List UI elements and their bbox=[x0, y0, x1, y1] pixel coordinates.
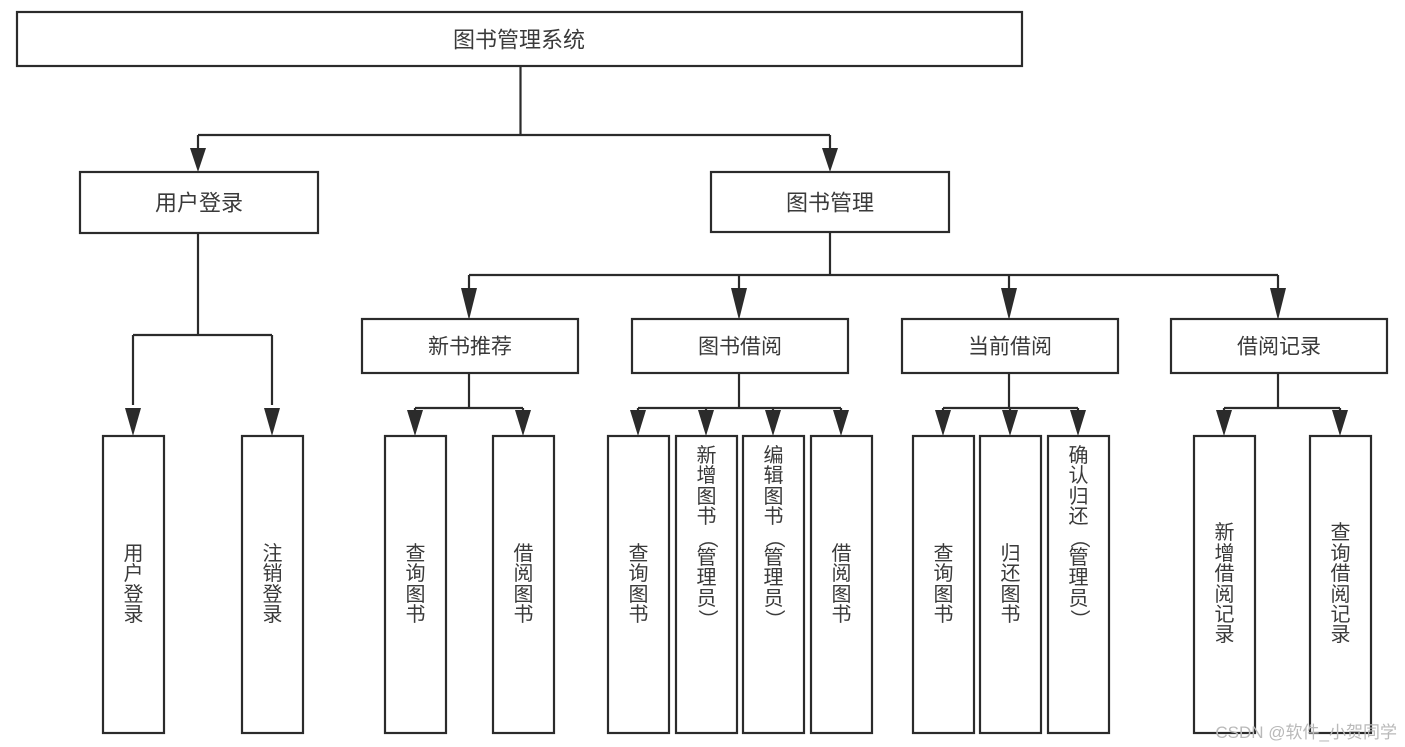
arrow-head-leaf-borrow-book-1 bbox=[515, 410, 531, 436]
node-label-book-borrow: 图书借阅 bbox=[698, 336, 782, 359]
arrow-head-leaf-confirm-return bbox=[1070, 410, 1086, 436]
node-box-leaf-user-logout[interactable] bbox=[240, 434, 305, 735]
arrow-head-leaf-add-record bbox=[1216, 410, 1232, 436]
node-box-leaf-query-book-3[interactable] bbox=[911, 434, 976, 735]
node-box-leaf-borrow-book-1[interactable] bbox=[491, 434, 556, 735]
arrow-head-current-borrow bbox=[1001, 288, 1017, 320]
connector-layer bbox=[125, 66, 1348, 436]
arrow-head-leaf-borrow-book-2 bbox=[833, 410, 849, 436]
arrow-head-user-login bbox=[190, 148, 206, 172]
node-label-book-manage: 图书管理 bbox=[786, 191, 874, 216]
arrow-head-leaf-query-record bbox=[1332, 410, 1348, 436]
node-label-new-book-recommend: 新书推荐 bbox=[428, 336, 512, 359]
node-box-new-book-recommend[interactable] bbox=[360, 317, 580, 375]
node-box-current-borrow[interactable] bbox=[900, 317, 1120, 375]
node-box-leaf-add-record[interactable] bbox=[1192, 434, 1257, 735]
node-box-leaf-borrow-book-2[interactable] bbox=[809, 434, 874, 735]
node-box-leaf-query-book-2[interactable] bbox=[606, 434, 671, 735]
arrow-head-leaf-query-book-1 bbox=[407, 410, 423, 436]
node-layer: 图书管理系统 用户登录 图书管理 新书推荐 图书借阅 当前借阅 借阅记录 bbox=[15, 10, 1389, 735]
node-box-user-login[interactable] bbox=[78, 170, 320, 235]
node-box-leaf-user-login[interactable] bbox=[101, 434, 166, 735]
arrow-head-leaf-edit-book bbox=[765, 410, 781, 436]
arrow-head-leaf-add-book bbox=[698, 410, 714, 436]
arrow-head-leaf-query-book-2 bbox=[630, 410, 646, 436]
node-box-leaf-add-book[interactable] bbox=[674, 434, 739, 735]
node-label-current-borrow: 当前借阅 bbox=[968, 336, 1052, 359]
node-label-user-login: 用户登录 bbox=[155, 191, 243, 216]
arrow-head-book-manage bbox=[822, 148, 838, 172]
node-box-root[interactable] bbox=[15, 10, 1024, 68]
arrow-head-book-borrow bbox=[731, 288, 747, 320]
node-box-leaf-edit-book[interactable] bbox=[741, 434, 806, 735]
node-box-leaf-return-book[interactable] bbox=[978, 434, 1043, 735]
arrow-head-leaf-user-logout bbox=[264, 408, 280, 436]
arrow-head-leaf-query-book-3 bbox=[935, 410, 951, 436]
arrow-head-borrow-record bbox=[1270, 288, 1286, 320]
csdn-watermark: CSDN @软件_小贺同学 bbox=[1215, 723, 1397, 742]
arrow-head-leaf-return-book bbox=[1002, 410, 1018, 436]
arrow-head-new-book-recommend bbox=[461, 288, 477, 320]
node-box-leaf-query-record[interactable] bbox=[1308, 434, 1373, 735]
node-box-leaf-confirm-return[interactable] bbox=[1046, 434, 1111, 735]
node-label-root: 图书管理系统 bbox=[453, 28, 585, 53]
node-box-borrow-record[interactable] bbox=[1169, 317, 1389, 375]
node-box-book-manage[interactable] bbox=[709, 170, 951, 234]
node-box-book-borrow[interactable] bbox=[630, 317, 850, 375]
node-label-borrow-record: 借阅记录 bbox=[1237, 336, 1321, 359]
arrow-head-leaf-user-login bbox=[125, 408, 141, 436]
node-box-leaf-query-book-1[interactable] bbox=[383, 434, 448, 735]
